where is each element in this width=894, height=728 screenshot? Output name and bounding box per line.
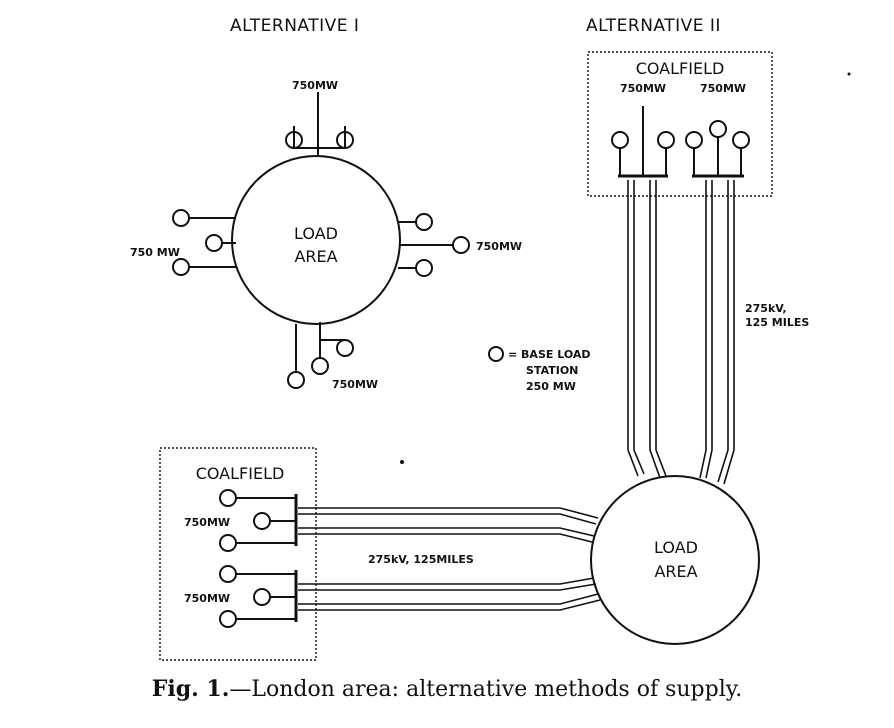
figure-caption-text: —London area: alternative methods of sup… bbox=[229, 677, 743, 702]
alt2-coalfield-box bbox=[587, 51, 773, 197]
lower-load-label-line1: LOAD bbox=[654, 538, 698, 557]
alt1-station-group-left bbox=[172, 209, 236, 276]
base-load-station-icon bbox=[709, 120, 727, 138]
lower-coalfield-box bbox=[159, 447, 317, 661]
lower-line-spec: 275kV, 125MILES bbox=[368, 553, 474, 566]
alt1-heading: ALTERNATIVE I bbox=[230, 16, 359, 36]
base-load-station-icon bbox=[685, 131, 703, 149]
alt1-station-group-bottom bbox=[287, 322, 354, 389]
lower-load-area-circle bbox=[590, 475, 760, 645]
alt2-coalfield-label: COALFIELD bbox=[636, 59, 725, 78]
legend-text-line2: STATION bbox=[526, 364, 578, 377]
alt1-load-label-line2: AREA bbox=[294, 247, 337, 266]
alt2-transmission-lines bbox=[627, 180, 735, 485]
legend-text-line1: = BASE LOAD bbox=[508, 348, 591, 361]
alt1-station-group-top bbox=[285, 92, 354, 156]
legend-station-icon bbox=[488, 346, 504, 362]
base-load-station-icon bbox=[657, 131, 675, 149]
base-load-station-icon bbox=[611, 131, 629, 149]
base-load-station-icon bbox=[336, 339, 354, 357]
legend-text-line3: 250 MW bbox=[526, 380, 576, 393]
base-load-station-icon bbox=[219, 610, 237, 628]
alt2-group bbox=[587, 51, 773, 645]
lower-coalfield-group bbox=[159, 447, 601, 661]
lower-load-label-line2: AREA bbox=[654, 562, 697, 581]
alt1-rating-left: 750 MW bbox=[130, 246, 180, 259]
alt2-line-spec-line2: 125 MILES bbox=[745, 316, 809, 329]
figure-number: Fig. 1. bbox=[151, 676, 230, 702]
base-load-station-icon bbox=[219, 534, 237, 552]
alt1-rating-top: 750MW bbox=[292, 79, 338, 92]
alt1-rating-bottom: 750MW bbox=[332, 378, 378, 391]
base-load-station-icon bbox=[415, 213, 433, 231]
base-load-station-icon bbox=[219, 489, 237, 507]
alt1-rating-right: 750MW bbox=[476, 240, 522, 253]
lower-transmission-lines bbox=[298, 507, 601, 611]
base-load-station-icon bbox=[452, 236, 470, 254]
base-load-station-icon bbox=[219, 565, 237, 583]
base-load-station-icon bbox=[287, 371, 305, 389]
alt2-rating-a: 750MW bbox=[620, 82, 666, 95]
alt1-load-area-circle bbox=[231, 155, 401, 325]
lower-rating-b: 750MW bbox=[184, 592, 230, 605]
lower-coalfield-label: COALFIELD bbox=[196, 464, 285, 483]
base-load-station-icon bbox=[336, 131, 354, 149]
alt1-load-label-line1: LOAD bbox=[294, 224, 338, 243]
lower-rating-a: 750MW bbox=[184, 516, 230, 529]
alt2-heading: ALTERNATIVE II bbox=[586, 16, 721, 36]
base-load-station-icon bbox=[172, 258, 190, 276]
base-load-station-icon bbox=[415, 259, 433, 277]
alt1-station-group-right bbox=[398, 213, 470, 277]
speck bbox=[400, 460, 404, 464]
alt1-group bbox=[172, 92, 470, 389]
base-load-station-icon bbox=[253, 512, 271, 530]
base-load-station-icon bbox=[205, 234, 223, 252]
alt2-rating-b: 750MW bbox=[700, 82, 746, 95]
base-load-station-icon bbox=[732, 131, 750, 149]
alt2-line-spec-line1: 275kV, bbox=[745, 302, 787, 315]
base-load-station-icon bbox=[311, 357, 329, 375]
base-load-station-icon bbox=[253, 588, 271, 606]
base-load-station-icon bbox=[172, 209, 190, 227]
base-load-station-icon bbox=[285, 131, 303, 149]
speck bbox=[847, 72, 851, 76]
figure-caption: Fig. 1.—London area: alternative methods… bbox=[0, 676, 894, 702]
